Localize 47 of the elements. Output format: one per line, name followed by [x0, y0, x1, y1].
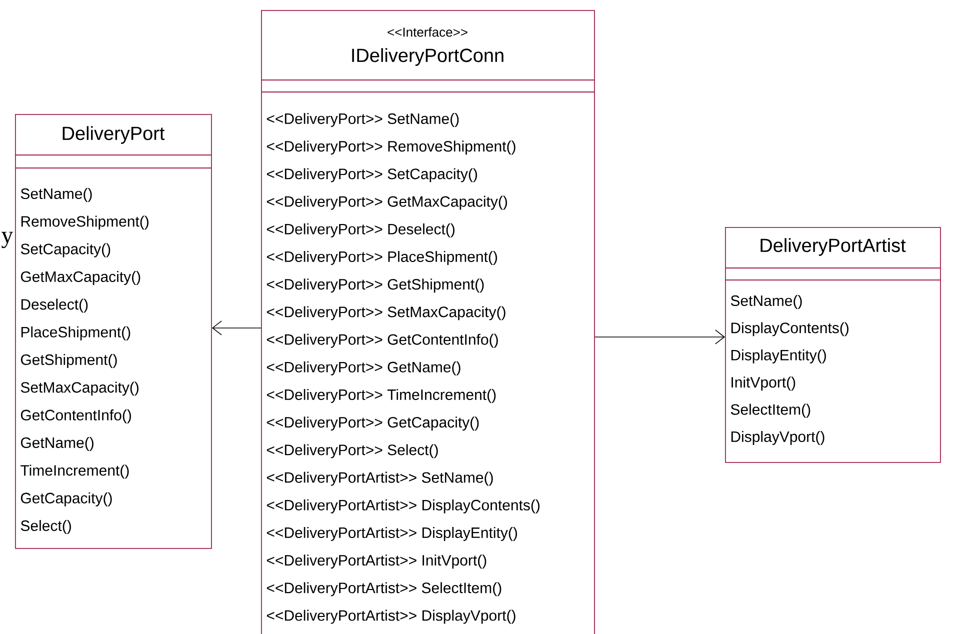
- operation-text: SelectItem(): [730, 404, 810, 418]
- operation-text: <<DeliveryPort>> SetName(): [266, 113, 459, 127]
- operation-text: <<DeliveryPortArtist>> SetName(): [266, 472, 493, 486]
- operation-text: <<DeliveryPort>> GetCapacity(): [266, 416, 479, 431]
- operation-text: PlaceShipment(): [21, 326, 130, 340]
- operation-text: <<DeliveryPortArtist>> DisplayEntity(): [266, 527, 517, 541]
- arrow: [594, 330, 725, 344]
- stereotype-label: <<Interface>>: [388, 27, 468, 37]
- operation-text: SetName(): [730, 295, 802, 309]
- operation-text: <<DeliveryPort>> SetMaxCapacity(): [266, 306, 506, 320]
- operation-text: TimeIncrement(): [20, 464, 129, 479]
- operation-text: <<DeliveryPort>> GetMaxCapacity(): [266, 196, 507, 210]
- operation-text: <<DeliveryPort>> Select(): [266, 444, 438, 458]
- class-box: [724, 227, 941, 463]
- class-box: [260, 10, 595, 634]
- operation-text: GetShipment(): [20, 354, 117, 368]
- operation-text: Select(): [20, 520, 71, 534]
- operation-text: <<DeliveryPortArtist>> SelectItem(): [266, 582, 502, 596]
- class-name: DeliveryPort: [62, 126, 165, 144]
- class-name: IDeliveryPortConn: [352, 48, 504, 66]
- operation-text: InitVport(): [732, 376, 796, 391]
- arrow: [212, 320, 262, 336]
- operation-text: DisplayEntity(): [731, 349, 826, 364]
- class-name: DeliveryPortArtist: [760, 238, 906, 256]
- operation-text: SetCapacity(): [20, 243, 110, 258]
- operation-text: <<DeliveryPort>> GetShipment(): [266, 278, 484, 293]
- operation-text: <<DeliveryPortArtist>> DisplayContents(): [266, 499, 540, 514]
- operation-text: GetMaxCapacity(): [20, 271, 140, 285]
- operation-text: <<DeliveryPort>> PlaceShipment(): [266, 251, 497, 265]
- operation-text: DisplayVport(): [731, 431, 824, 445]
- operation-text: <<DeliveryPort>> GetContentInfo(): [266, 334, 498, 348]
- operation-text: <<DeliveryPort>> GetName(): [266, 361, 460, 376]
- operation-text: <<DeliveryPort>> TimeIncrement(): [266, 389, 496, 403]
- operation-text: SetName(): [20, 188, 92, 202]
- class-box: [14, 114, 212, 549]
- operation-text: GetContentInfo(): [20, 409, 131, 424]
- operation-text: GetCapacity(): [20, 492, 112, 506]
- operation-text: DisplayContents(): [731, 322, 848, 336]
- operation-text: <<DeliveryPortArtist>> InitVport(): [266, 554, 486, 569]
- operation-text: <<DeliveryPort>> SetCapacity(): [266, 168, 477, 182]
- operation-text: <<DeliveryPort>> RemoveShipment(): [266, 140, 516, 155]
- operation-text: GetName(): [20, 437, 94, 451]
- operation-text: SetMaxCapacity(): [20, 382, 138, 396]
- operation-text: RemoveShipment(): [21, 216, 148, 230]
- operation-text: Deselect(): [21, 298, 88, 313]
- operation-text: <<DeliveryPort>> Deselect(): [266, 223, 454, 238]
- operation-text: <<DeliveryPortArtist>> DisplayVport(): [266, 610, 516, 624]
